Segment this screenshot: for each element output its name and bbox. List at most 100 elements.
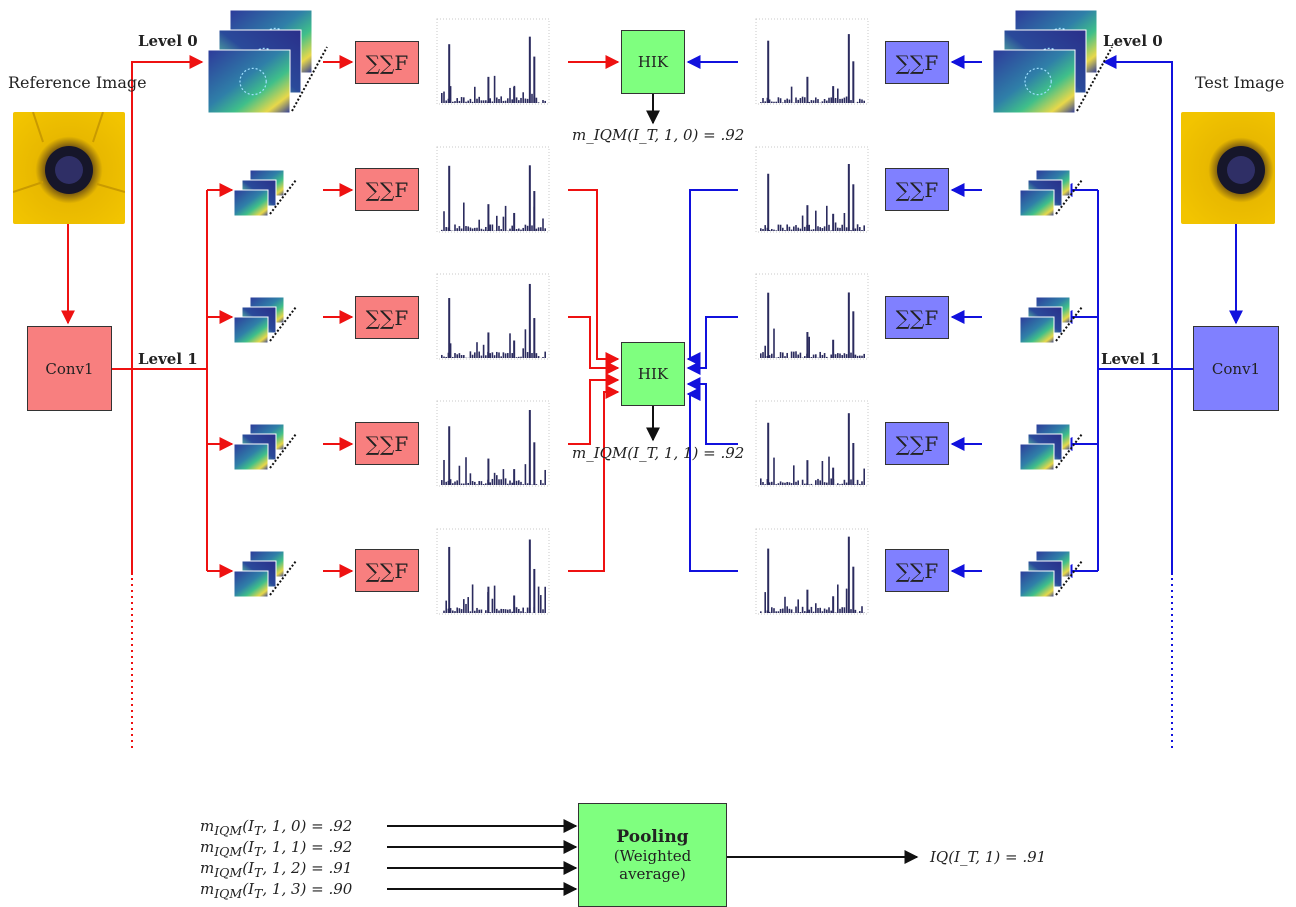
histogram-bar: [476, 607, 478, 613]
histogram-bar: [790, 483, 793, 485]
histogram-bar: [859, 483, 861, 485]
histogram-frame: [436, 273, 550, 360]
pooling-input-1: mIQM(IT, 1, 1) = .92: [200, 838, 353, 859]
histogram-bar: [467, 597, 469, 613]
histogram-bar: [810, 229, 813, 231]
histogram-bar: [504, 100, 507, 103]
histogram-bar: [491, 101, 494, 103]
ref-histogram-0: [436, 18, 550, 105]
histogram-bar: [531, 225, 533, 231]
histogram-bar: [458, 608, 461, 613]
ref-histogram-3: [436, 400, 550, 487]
histogram-bar: [498, 98, 500, 103]
histogram-bar: [793, 226, 795, 231]
histogram-bar: [504, 353, 507, 358]
test-level1-feature-stack-2: [1019, 423, 1083, 471]
histogram-bar: [786, 606, 788, 613]
histogram-bar: [542, 218, 544, 231]
histogram-bar: [507, 609, 509, 613]
ref-hist-to-hik-c: [568, 373, 620, 445]
histogram-bar: [799, 228, 802, 231]
histogram-bar: [762, 98, 764, 103]
histogram-peak: [528, 36, 531, 103]
histogram-peak: [487, 76, 490, 103]
histogram-bar: [830, 610, 832, 613]
histogram-bar: [841, 224, 843, 231]
pooling-input-2: mIQM(IT, 1, 2) = .91: [200, 859, 353, 880]
histogram-bar: [782, 482, 784, 485]
histogram-bar: [821, 611, 824, 613]
histogram-bar: [850, 479, 852, 485]
histogram-bar: [768, 482, 771, 485]
histogram-bar: [496, 608, 498, 613]
histogram-bar: [520, 97, 522, 103]
histogram-bar: [471, 354, 474, 358]
histogram-bar: [476, 227, 478, 231]
histogram-bar: [799, 612, 802, 613]
pooling-input-3: mIQM(IT, 1, 3) = .90: [200, 880, 353, 901]
histogram-bar: [485, 483, 487, 485]
histogram-bar: [535, 353, 538, 358]
histogram-bar: [467, 226, 469, 231]
histogram-bar: [834, 612, 837, 613]
histogram-bar: [476, 484, 478, 485]
ref-level0-feature-stack: [207, 9, 328, 114]
histogram-bar: [445, 481, 447, 485]
histogram-bar: [804, 483, 806, 485]
histogram-bar: [843, 607, 846, 613]
histogram-bar: [856, 479, 859, 485]
histogram-bar: [522, 607, 524, 613]
histogram-bar: [445, 600, 447, 613]
histogram-bar: [441, 480, 443, 485]
histogram-bar: [441, 229, 443, 231]
histogram-bar: [823, 353, 826, 358]
histogram-bar: [504, 205, 507, 231]
histogram-bar: [830, 478, 832, 485]
histogram-bar: [841, 355, 843, 358]
feature-map-ring: [1024, 67, 1052, 96]
histogram-bar: [518, 356, 520, 358]
histogram-bar: [526, 607, 529, 613]
pooling-input-value: .91: [328, 859, 353, 877]
pooling-block: Pooling (Weighted average): [578, 803, 727, 907]
histogram-bar: [454, 353, 456, 358]
histogram-bar: [485, 355, 487, 358]
histogram-bar: [861, 481, 863, 485]
histogram-bar: [474, 481, 476, 485]
histogram-bar: [782, 352, 784, 358]
histogram-bar: [819, 227, 821, 231]
histogram-peak: [832, 467, 835, 485]
feature-map: [233, 443, 269, 471]
sum-f-box-test-level1-a: ∑∑F: [885, 168, 949, 211]
histogram-bar: [542, 100, 544, 103]
histogram-bar: [854, 354, 857, 358]
stack-depth-ellipsis: [269, 179, 297, 215]
histogram-bar: [500, 356, 502, 358]
histogram-bar: [493, 585, 496, 613]
sum-f-box-test-level1-c: ∑∑F: [885, 422, 949, 465]
histogram-bar: [850, 230, 852, 231]
histogram-bar: [768, 611, 771, 613]
feature-map: [1019, 443, 1055, 471]
histogram-bar: [764, 484, 766, 485]
histogram-bar: [797, 480, 799, 485]
histogram-bar: [443, 356, 445, 358]
histogram-bar: [810, 357, 813, 358]
histogram-bar: [854, 484, 857, 485]
histogram-bar: [788, 226, 791, 231]
histogram-peak: [852, 566, 855, 613]
histogram-peak: [847, 413, 850, 485]
histogram-bar: [839, 608, 841, 613]
histogram-bar: [819, 351, 821, 358]
histogram-bar: [788, 608, 791, 613]
test-image-thumbnail: [1181, 112, 1275, 224]
test-level1-feature-stack-0: [1019, 169, 1083, 217]
histogram-bar: [456, 98, 458, 103]
histogram-bar: [799, 98, 802, 103]
histogram-bar: [861, 99, 863, 103]
histogram-bar: [443, 91, 445, 103]
histogram-bar: [804, 611, 806, 613]
histogram-bar: [502, 352, 505, 358]
histogram-bar: [537, 586, 540, 613]
level1-result-equation: m_IQM(I_T, 1, 1) = .92: [572, 444, 745, 462]
